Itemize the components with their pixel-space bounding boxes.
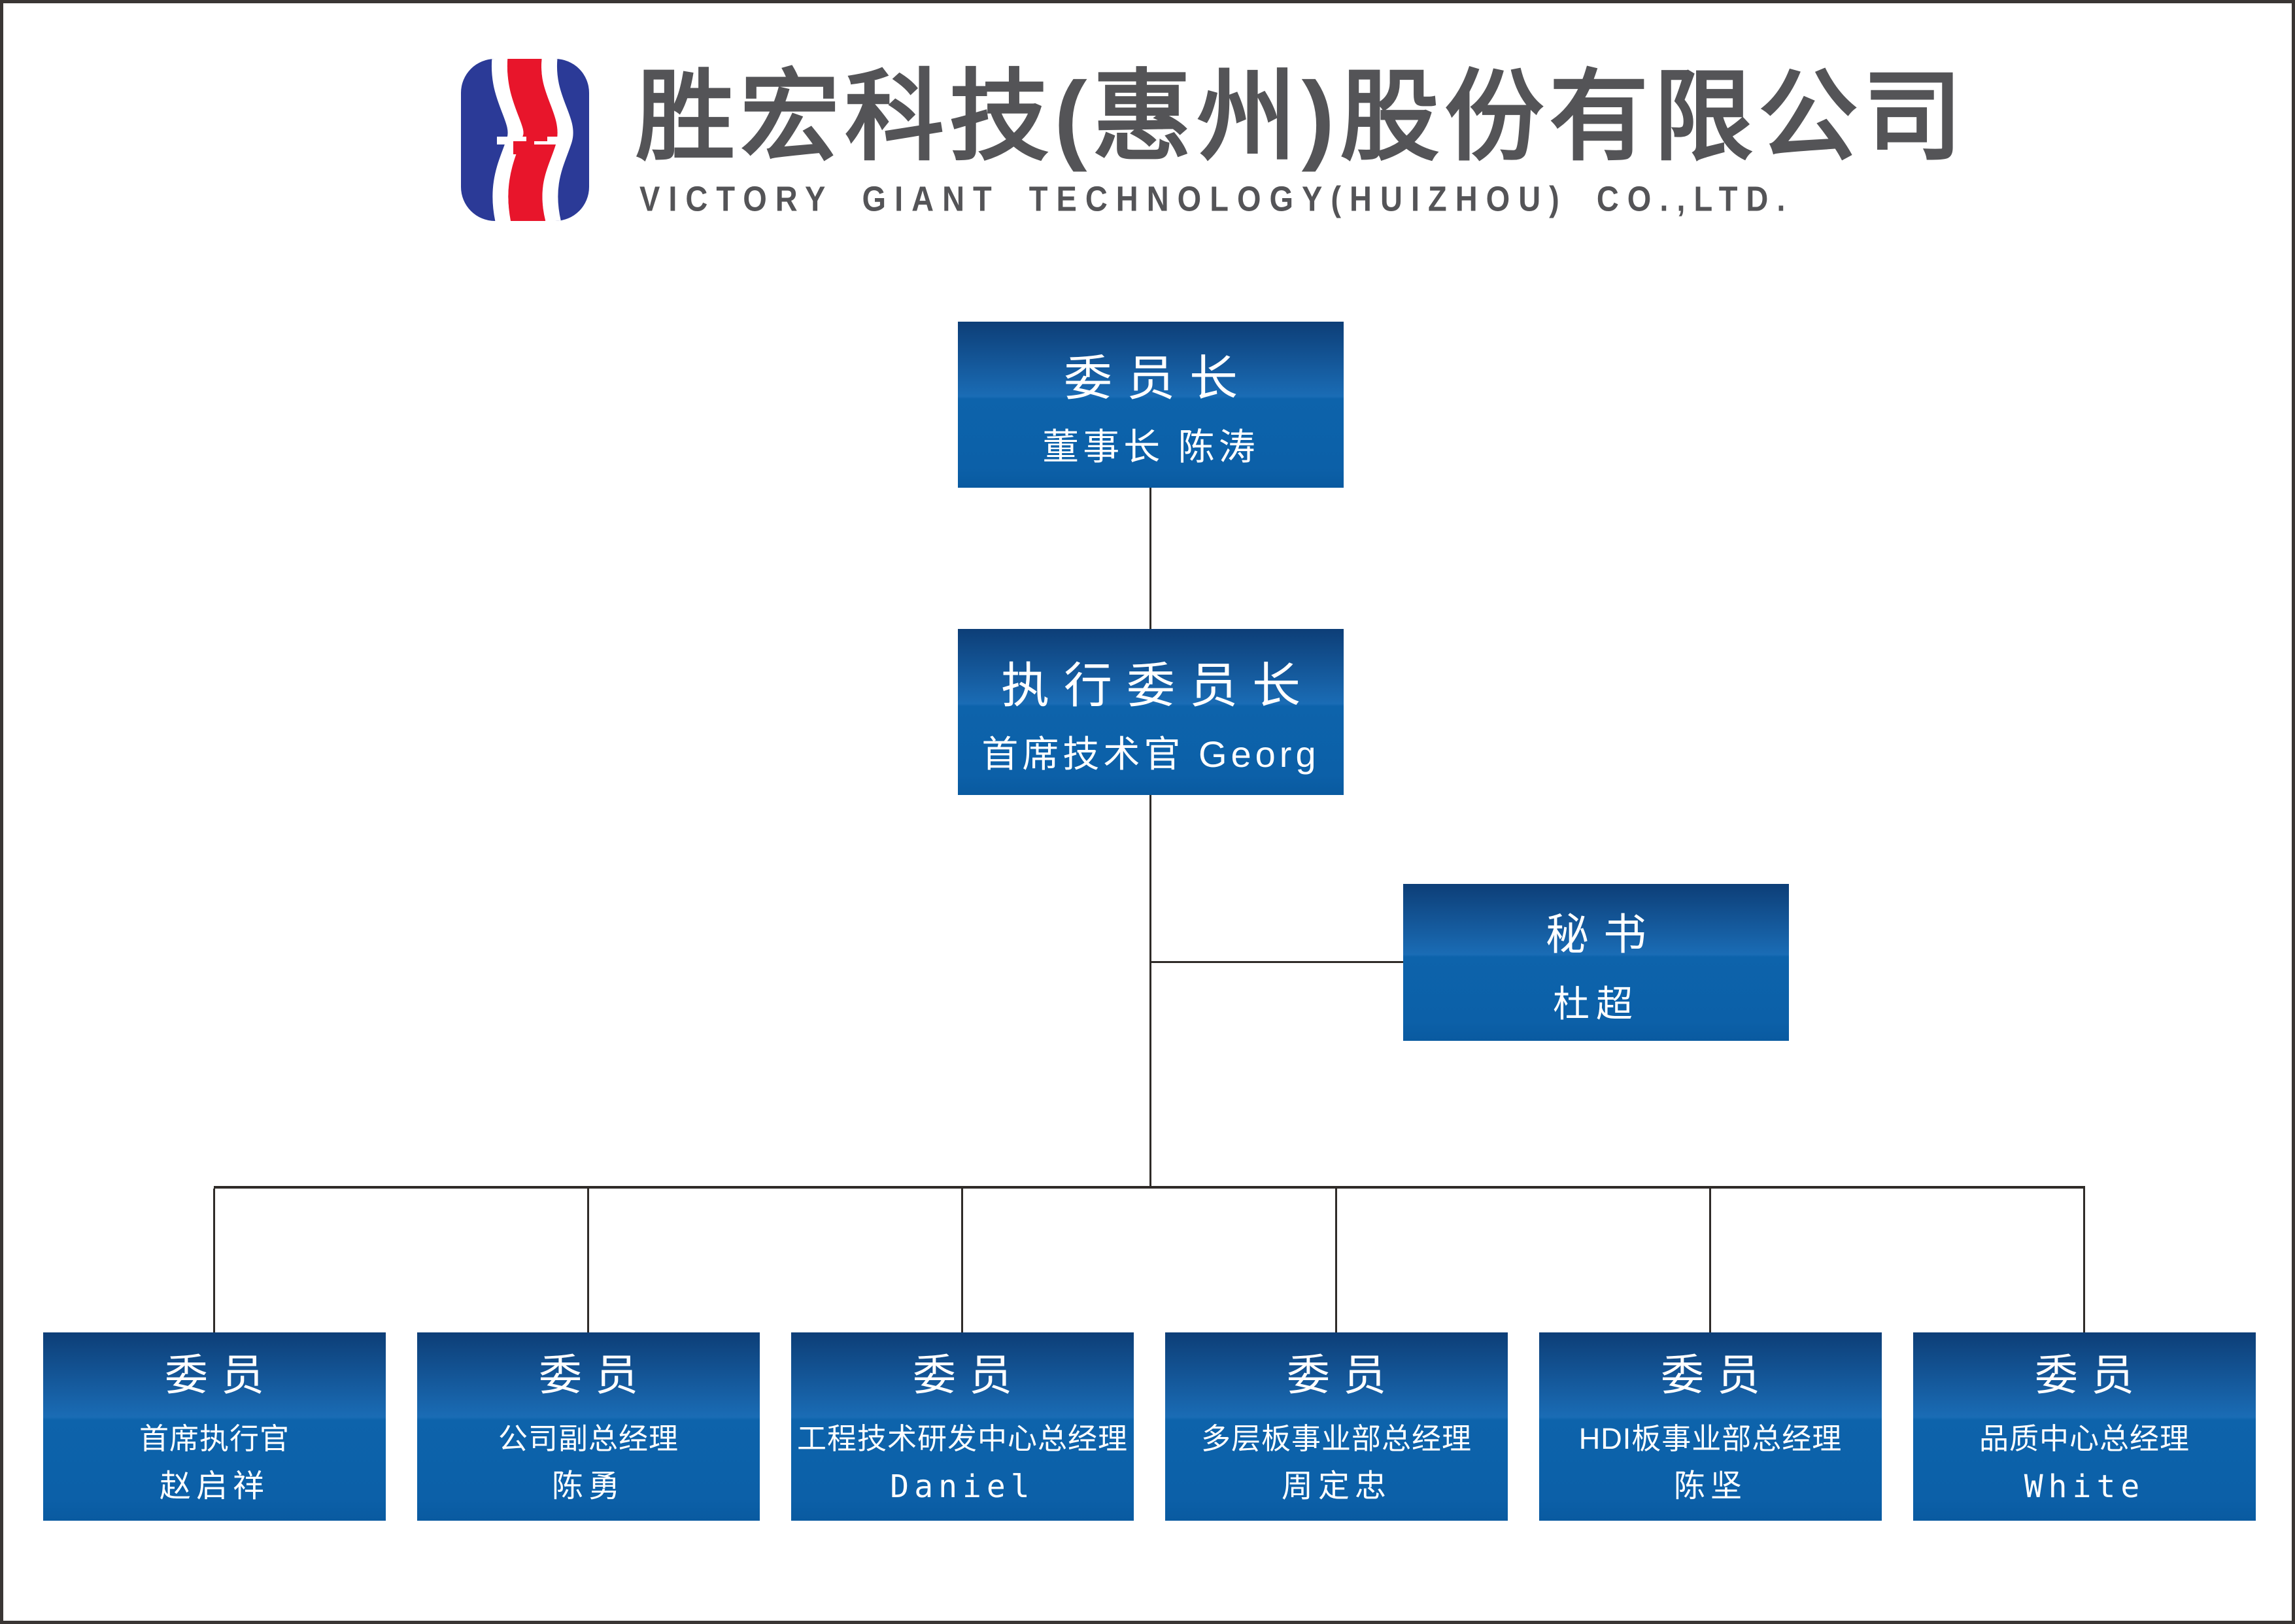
org-node-member-4: 委员 多层板事业部总经理 周定忠	[1165, 1332, 1508, 1521]
node-title: 执行委员长	[1001, 658, 1315, 713]
connector-drop-member-1	[213, 1189, 215, 1332]
node-department: 品质中心总经理	[1979, 1422, 2190, 1455]
node-department: 多层板事业部总经理	[1200, 1422, 1472, 1455]
node-department: 公司副总经理	[498, 1422, 679, 1455]
node-department: 首席执行官	[139, 1422, 290, 1455]
connector-secretary-branch	[1151, 961, 1403, 963]
org-node-member-3: 委员 工程技术研发中心总经理 Daniel	[791, 1332, 1134, 1521]
node-title: 委员长	[1064, 351, 1252, 405]
org-node-member-6: 委员 品质中心总经理 White	[1913, 1332, 2256, 1521]
company-name-zh: 胜宏科技(惠州)股份有限公司	[636, 61, 1968, 173]
connector-drop-member-5	[1709, 1189, 1711, 1332]
org-node-member-2: 委员 公司副总经理 陈勇	[417, 1332, 760, 1521]
node-subtitle: 杜超	[1553, 983, 1639, 1024]
org-node-member-5: 委员 HDI板事业部总经理 陈坚	[1539, 1332, 1882, 1521]
connector-exec-trunk	[1149, 795, 1151, 1189]
node-department: HDI板事业部总经理	[1578, 1422, 1843, 1455]
node-title: 秘书	[1546, 910, 1661, 958]
node-title: 委员	[1287, 1351, 1399, 1399]
org-node-chairman: 委员长 董事长 陈涛	[958, 322, 1344, 488]
connector-drop-member-2	[587, 1189, 589, 1332]
node-subtitle: 首席技术官 Georg	[981, 734, 1320, 775]
connector-drop-member-4	[1335, 1189, 1337, 1332]
node-title: 委员	[913, 1351, 1025, 1399]
node-person-name: 周定忠	[1281, 1469, 1391, 1504]
node-person-name: 陈勇	[551, 1469, 625, 1504]
org-node-secretary: 秘书 杜超	[1403, 884, 1789, 1041]
node-title: 委员	[2035, 1351, 2147, 1399]
org-node-executive-chairman: 执行委员长 首席技术官 Georg	[958, 629, 1344, 795]
node-title: 委员	[165, 1351, 277, 1399]
node-person-name: 赵启祥	[159, 1469, 269, 1504]
company-name-en: VICTORY GIANT TECHNOLOGY(HUIZHOU) CO.,LT…	[639, 178, 1794, 219]
victory-giant-logo-icon	[461, 59, 589, 221]
node-person-name: Daniel	[890, 1468, 1035, 1505]
connector-drop-member-6	[2083, 1189, 2085, 1332]
connector-members-bus	[214, 1186, 2085, 1189]
node-title: 委员	[539, 1351, 651, 1399]
node-title: 委员	[1661, 1351, 1773, 1399]
connector-drop-member-3	[961, 1189, 963, 1332]
node-person-name: White	[2024, 1468, 2145, 1505]
node-subtitle: 董事长 陈涛	[1042, 426, 1259, 467]
org-node-member-1: 委员 首席执行官 赵启祥	[43, 1332, 386, 1521]
connector-chairman-exec	[1149, 488, 1151, 629]
node-person-name: 陈坚	[1673, 1469, 1747, 1504]
node-department: 工程技术研发中心总经理	[796, 1422, 1128, 1455]
